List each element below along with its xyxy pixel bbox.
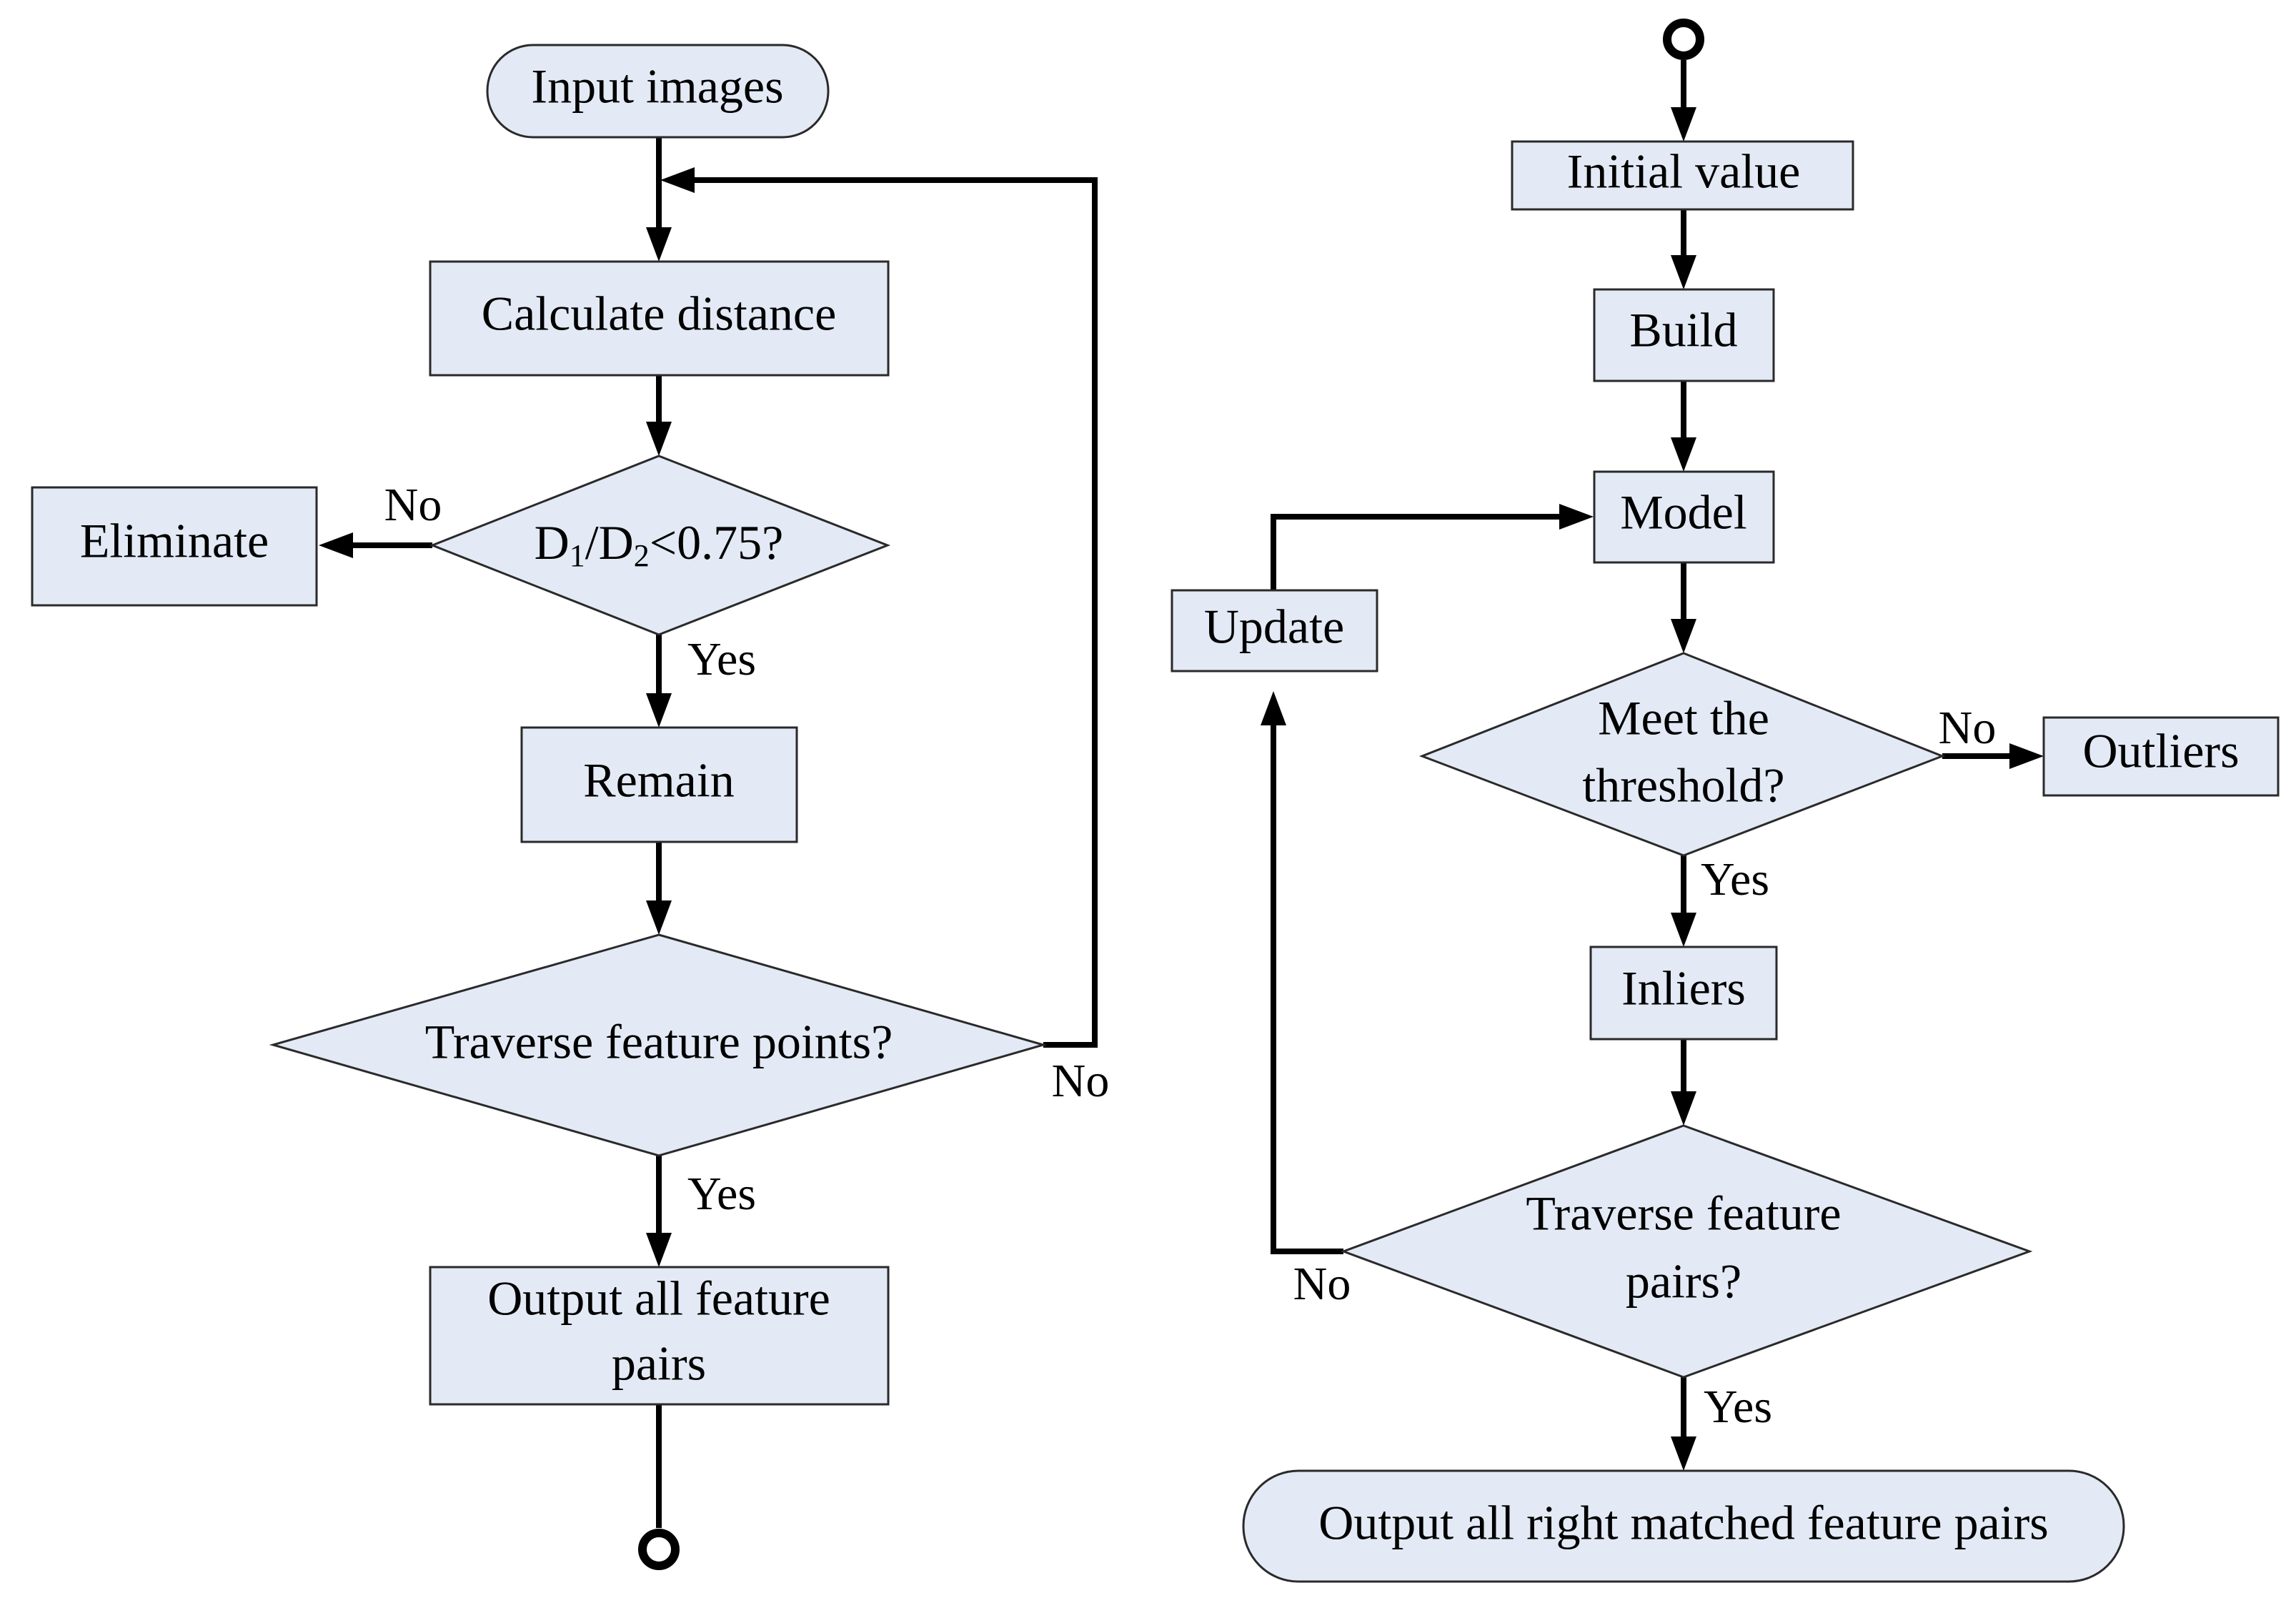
calculate-distance-label: Calculate distance bbox=[482, 287, 837, 341]
edge-update-to-model bbox=[1271, 514, 1559, 590]
build-label: Build bbox=[1629, 303, 1737, 357]
node-update: Update bbox=[1171, 589, 1378, 673]
ratio-sub2: 2 bbox=[634, 538, 650, 573]
remain-label: Remain bbox=[583, 753, 735, 808]
arrowhead bbox=[319, 532, 353, 558]
ratio-mid: /D bbox=[585, 515, 634, 570]
no-label-ratio: No bbox=[384, 479, 442, 531]
decision-diamond bbox=[269, 933, 1048, 1157]
arrowhead bbox=[646, 900, 672, 935]
terminator-shape bbox=[486, 44, 830, 139]
node-output-matched: Output all right matched feature pairs bbox=[1242, 1469, 2125, 1583]
no-label-threshold: No bbox=[1939, 702, 1997, 754]
eliminate-label: Eliminate bbox=[80, 514, 269, 568]
node-initial-value: Initial value bbox=[1511, 140, 1854, 211]
traverse-pairs-line1: Traverse feature bbox=[1526, 1186, 1841, 1241]
arrowhead bbox=[1671, 437, 1696, 472]
threshold-line2: threshold? bbox=[1582, 758, 1784, 813]
node-outliers: Outliers bbox=[2042, 716, 2280, 797]
arrowhead bbox=[660, 167, 695, 193]
decision-diamond bbox=[1418, 652, 1946, 857]
arrowhead bbox=[646, 422, 672, 456]
process-box bbox=[1593, 470, 1775, 564]
output-matched-label: Output all right matched feature pairs bbox=[1318, 1496, 2049, 1550]
node-build: Build bbox=[1593, 288, 1775, 382]
process-box bbox=[1171, 589, 1378, 673]
node-traverse-pairs: Traverse feature pairs? bbox=[1340, 1124, 2033, 1379]
update-label: Update bbox=[1204, 600, 1344, 654]
arrowhead bbox=[1671, 619, 1696, 653]
process-box bbox=[520, 726, 798, 843]
process-box bbox=[429, 1266, 890, 1406]
node-model: Model bbox=[1593, 470, 1775, 564]
output-pairs-line2: pairs bbox=[612, 1336, 706, 1391]
process-box bbox=[2042, 716, 2280, 797]
arrowhead bbox=[646, 1233, 672, 1267]
arrowhead bbox=[646, 693, 672, 728]
ratio-suffix: <0.75? bbox=[650, 515, 784, 570]
no-label-traverse-points: No bbox=[1052, 1055, 1110, 1107]
node-remain: Remain bbox=[520, 726, 798, 843]
arrowhead bbox=[1559, 504, 1594, 530]
arrowhead bbox=[1671, 107, 1696, 142]
output-pairs-line1: Output all feature bbox=[487, 1271, 830, 1326]
arrowhead bbox=[1671, 913, 1696, 947]
edge-traverse-loop-back bbox=[695, 177, 1098, 1048]
arrowhead bbox=[1261, 691, 1286, 725]
ratio-prefix: D bbox=[535, 515, 570, 570]
yes-label-traverse-points: Yes bbox=[687, 1168, 756, 1220]
inliers-label: Inliers bbox=[1621, 961, 1746, 1016]
process-box bbox=[1511, 140, 1854, 211]
decision-diamond bbox=[1340, 1124, 2033, 1379]
node-traverse-points: Traverse feature points? bbox=[269, 933, 1048, 1157]
traverse-points-label: Traverse feature points? bbox=[425, 1015, 893, 1069]
initial-value-label: Initial value bbox=[1567, 144, 1801, 199]
node-output-pairs: Output all feature pairs bbox=[429, 1266, 890, 1406]
end-terminator bbox=[638, 1529, 680, 1570]
yes-label-traverse-pairs: Yes bbox=[1704, 1381, 1772, 1433]
terminator-shape bbox=[1242, 1469, 2125, 1583]
node-threshold: Meet the threshold? bbox=[1418, 652, 1946, 857]
node-input-images: Input images bbox=[486, 44, 830, 139]
ratio-sub1: 1 bbox=[570, 538, 585, 573]
right-connectors bbox=[1261, 19, 2044, 1471]
process-box bbox=[31, 486, 318, 607]
traverse-pairs-line2: pairs? bbox=[1626, 1254, 1741, 1309]
arrowhead bbox=[1671, 255, 1696, 289]
yes-label-threshold: Yes bbox=[1701, 853, 1769, 905]
start-terminator bbox=[1663, 19, 1704, 60]
node-eliminate: Eliminate bbox=[31, 486, 318, 607]
arrowhead bbox=[1671, 1436, 1696, 1471]
model-label: Model bbox=[1620, 485, 1747, 540]
arrowhead bbox=[2009, 743, 2044, 769]
threshold-line1: Meet the bbox=[1598, 691, 1769, 745]
no-label-traverse-pairs: No bbox=[1293, 1258, 1351, 1310]
process-box bbox=[429, 260, 890, 377]
edge-traverse-to-update bbox=[1271, 725, 1343, 1254]
process-box bbox=[1589, 946, 1778, 1041]
ratio-test-label: D1/D2<0.75? bbox=[535, 515, 784, 573]
arrowhead bbox=[1671, 1091, 1696, 1126]
yes-label-ratio: Yes bbox=[687, 633, 756, 685]
node-calculate-distance: Calculate distance bbox=[429, 260, 890, 377]
decision-diamond bbox=[429, 455, 891, 636]
node-inliers: Inliers bbox=[1589, 946, 1778, 1041]
outliers-label: Outliers bbox=[2082, 724, 2239, 778]
arrowhead bbox=[646, 227, 672, 262]
left-connectors bbox=[319, 137, 1098, 1570]
input-images-label: Input images bbox=[531, 59, 783, 114]
process-box bbox=[1593, 288, 1775, 382]
node-ratio-test: D1/D2<0.75? bbox=[429, 455, 891, 636]
